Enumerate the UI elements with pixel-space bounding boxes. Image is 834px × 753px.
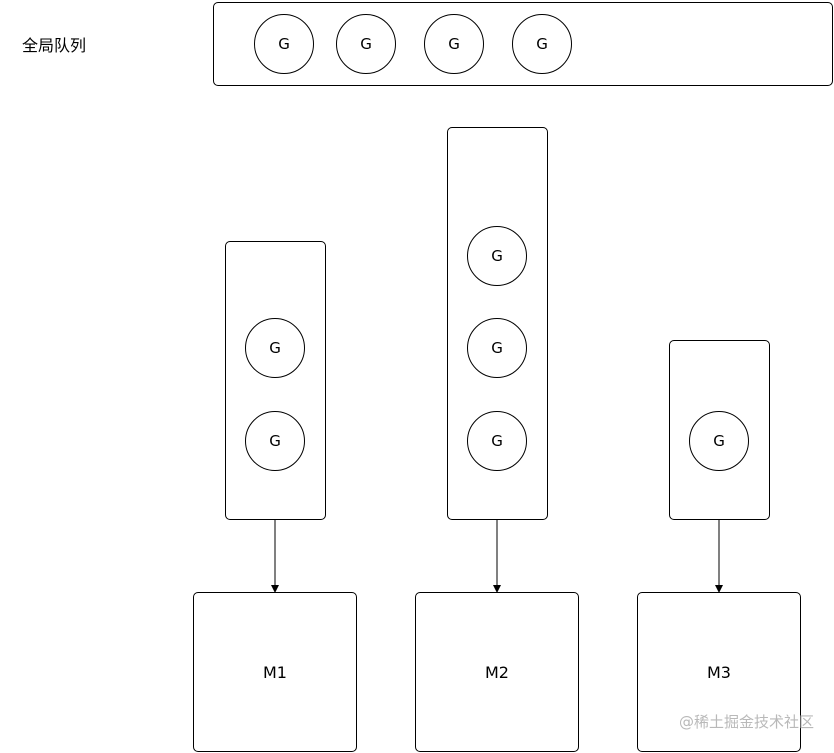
global-queue-goroutine: G — [336, 14, 396, 74]
global-queue-goroutine: G — [424, 14, 484, 74]
machine-m1: M1 — [193, 592, 357, 752]
local-queue-1-goroutine: G — [245, 318, 305, 378]
local-queue-2-goroutine: G — [467, 318, 527, 378]
local-queue-3-goroutine: G — [689, 411, 749, 471]
global-queue-goroutine: G — [254, 14, 314, 74]
global-queue-label: 全局队列 — [22, 36, 87, 55]
local-queue-1-goroutine: G — [245, 411, 305, 471]
global-queue-goroutine: G — [512, 14, 572, 74]
local-queue-box-1 — [225, 241, 326, 520]
machine-m3: M3 — [637, 592, 801, 752]
local-queue-2-goroutine: G — [467, 226, 527, 286]
local-queue-2-goroutine: G — [467, 411, 527, 471]
machine-m2: M2 — [415, 592, 579, 752]
watermark-text: @稀土掘金技术社区 — [678, 713, 814, 731]
